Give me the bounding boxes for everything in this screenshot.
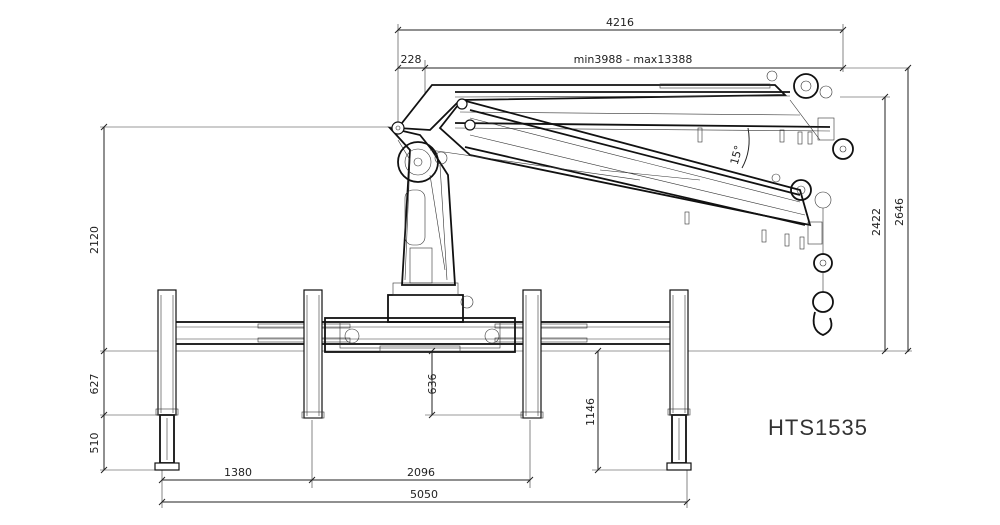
dim-height-2422: 2422 (870, 208, 883, 236)
dim-base-510: 510 (88, 433, 101, 454)
model-label: HTS1535 (768, 415, 868, 440)
base-frame (171, 317, 673, 353)
outrigger-leg-3 (520, 289, 544, 419)
outrigger-leg-4 (666, 289, 692, 471)
pivot-joints (391, 98, 476, 135)
upper-boom (396, 70, 854, 160)
dim-base-636: 636 (426, 374, 439, 395)
outrigger-leg-2 (301, 289, 325, 419)
outrigger-legs (154, 289, 692, 471)
outrigger-leg-1 (154, 289, 180, 471)
dim-base-1146: 1146 (584, 398, 597, 426)
dim-base-627: 627 (88, 374, 101, 395)
lower-boom (429, 98, 834, 336)
dim-spread-5050: 5050 (410, 488, 438, 501)
crane-column (387, 126, 474, 323)
dim-overall-reach: 4216 (606, 16, 634, 29)
dim-extension: min3988 - max13388 (574, 53, 693, 66)
dimension-labels: 4216 228 min3988 - max13388 15° 2120 264… (88, 16, 906, 501)
dim-pivot-height: 2120 (88, 226, 101, 254)
dim-spread-2096: 2096 (407, 466, 435, 479)
dim-boom-angle: 15° (728, 144, 746, 166)
dim-column-offset: 228 (401, 53, 422, 66)
dim-height-2646: 2646 (893, 198, 906, 226)
dim-spread-1380: 1380 (224, 466, 252, 479)
